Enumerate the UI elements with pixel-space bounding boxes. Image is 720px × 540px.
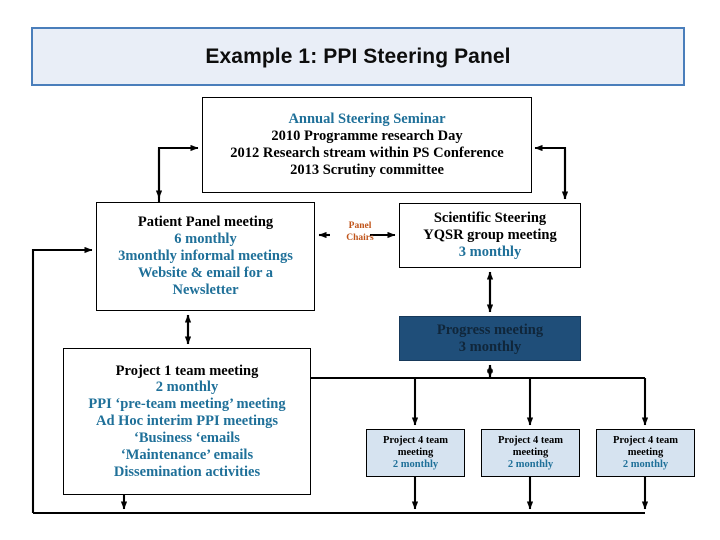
patient-line-5: Newsletter [172, 281, 239, 298]
panel-chairs-line-2: Chairs [346, 232, 374, 243]
node-project4-team-meeting-3[interactable]: Project 4 team meeting 2 monthly [596, 429, 695, 477]
p4a-line-2: meeting [397, 446, 434, 458]
p4a-line-3: 2 monthly [392, 459, 439, 471]
p4b-line-2: meeting [512, 446, 549, 458]
node-project4-team-meeting-2[interactable]: Project 4 team meeting 2 monthly [481, 429, 580, 477]
p4c-line-1: Project 4 team [612, 434, 679, 446]
node-progress-meeting[interactable]: Progress meeting 3 monthly [399, 316, 581, 361]
project1-line-3: PPI ‘pre-team meeting’ meeting [88, 396, 286, 413]
page-title: Example 1: PPI Steering Panel [205, 44, 511, 68]
p4c-line-2: meeting [627, 446, 664, 458]
panel-chairs-line-1: Panel [348, 221, 372, 231]
project1-line-7: Dissemination activities [113, 463, 261, 480]
seminar-line-4: 2013 Scrutiny committee [290, 161, 444, 178]
progress-line-1: Progress meeting [436, 321, 544, 338]
node-patient-panel-meeting[interactable]: Patient Panel meeting 6 monthly 3monthly… [96, 202, 315, 311]
seminar-line-2: 2010 Programme research Day [271, 128, 463, 145]
patient-line-2: 6 monthly [174, 231, 237, 248]
label-panel-chairs: Panel Chairs [332, 221, 388, 245]
p4b-line-3: 2 monthly [507, 459, 554, 471]
seminar-line-1: Annual Steering Seminar [288, 111, 446, 128]
node-project4-team-meeting-1[interactable]: Project 4 team meeting 2 monthly [366, 429, 465, 477]
patient-line-3: 3monthly informal meetings [118, 248, 293, 265]
patient-line-1: Patient Panel meeting [137, 214, 274, 231]
scientific-line-3: 3 monthly [458, 243, 522, 260]
slide-title-box: Example 1: PPI Steering Panel [31, 27, 685, 86]
patient-line-4: Website & email for a [137, 264, 274, 281]
project1-line-1: Project 1 team meeting [115, 362, 259, 379]
progress-line-2: 3 monthly [458, 338, 522, 355]
project1-line-6: ‘Maintenance’ emails [120, 446, 254, 463]
node-annual-steering-seminar[interactable]: Annual Steering Seminar 2010 Programme r… [202, 97, 532, 193]
scientific-line-1: Scientific Steering [433, 210, 547, 227]
node-project1-team-meeting[interactable]: Project 1 team meeting 2 monthly PPI ‘pr… [63, 348, 311, 495]
scientific-line-2: YQSR group meeting [423, 227, 557, 244]
p4a-line-1: Project 4 team [382, 434, 449, 446]
project1-line-4: Ad Hoc interim PPI meetings [95, 413, 279, 430]
project1-line-5: ‘Business ‘emails [134, 429, 240, 446]
project1-line-2: 2 monthly [155, 379, 219, 396]
p4c-line-3: 2 monthly [622, 459, 669, 471]
node-scientific-steering[interactable]: Scientific Steering YQSR group meeting 3… [399, 203, 581, 268]
p4b-line-1: Project 4 team [497, 434, 564, 446]
seminar-line-3: 2012 Research stream within PS Conferenc… [230, 145, 504, 161]
